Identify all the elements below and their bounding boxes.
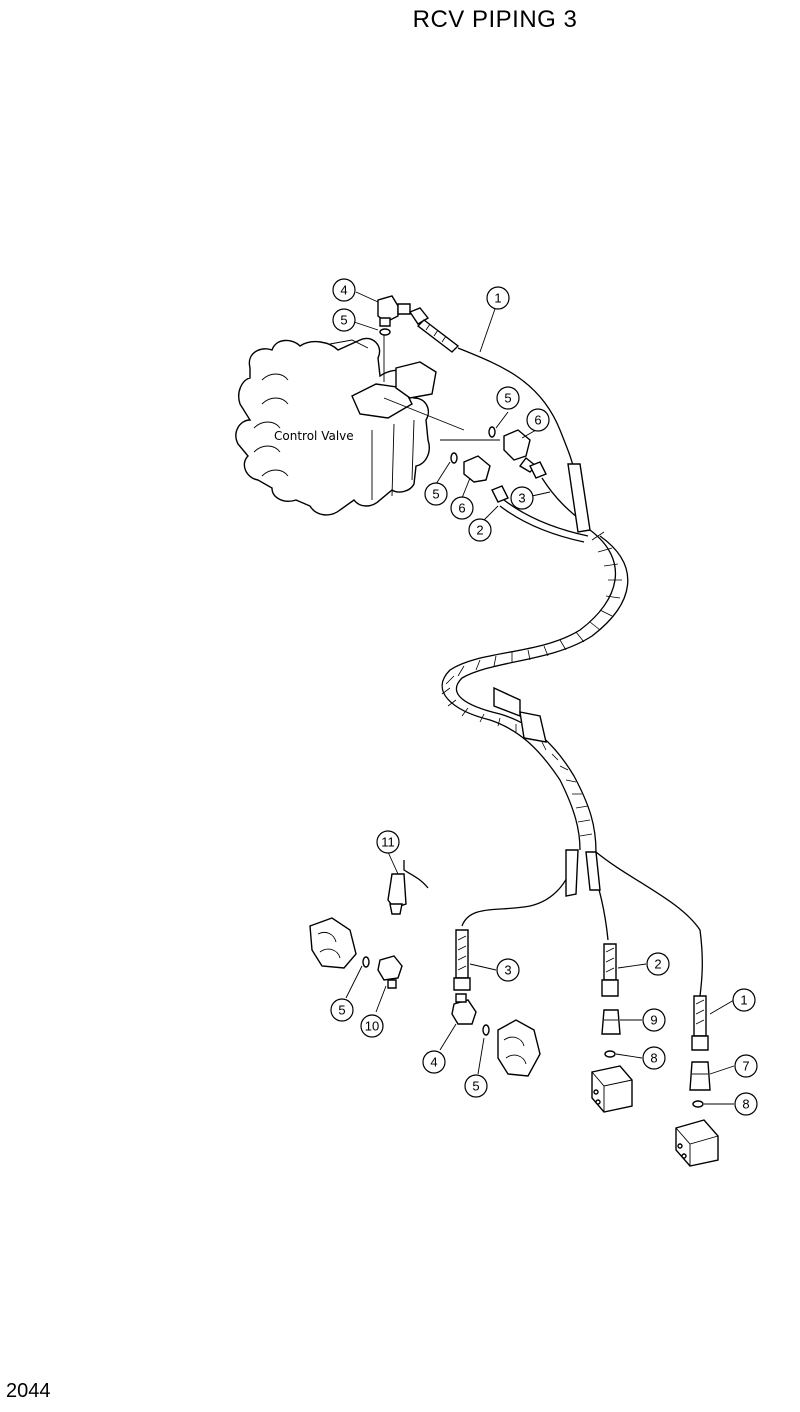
svg-text:6: 6	[534, 413, 541, 428]
svg-text:2: 2	[476, 523, 483, 538]
svg-text:7: 7	[742, 1059, 749, 1074]
svg-text:4: 4	[340, 283, 347, 298]
fitting-7	[689, 1061, 711, 1091]
port-block-1	[591, 1065, 633, 1113]
callout-2-lower: 2	[646, 952, 670, 976]
fitting-9	[601, 1009, 621, 1035]
svg-text:6: 6	[458, 501, 465, 516]
svg-text:2: 2	[654, 957, 661, 972]
leader-lines	[345, 291, 735, 1105]
hose-3-lower	[461, 849, 579, 927]
elbow-fitting-top	[377, 295, 411, 327]
control-valve-label: Control Valve	[274, 429, 354, 443]
fitting-10	[377, 955, 403, 989]
callout-2-top: 2	[468, 518, 492, 542]
svg-text:9: 9	[650, 1013, 657, 1028]
svg-text:5: 5	[338, 1003, 345, 1018]
callout-1-top: 1	[486, 286, 510, 310]
fitting-6-lower	[463, 455, 491, 483]
svg-text:3: 3	[518, 491, 525, 506]
hose-1-top-end	[408, 307, 575, 471]
svg-text:5: 5	[504, 391, 511, 406]
page-title: RCV PIPING 3	[412, 6, 578, 33]
svg-text:5: 5	[472, 1079, 479, 1094]
port-block-2	[675, 1119, 719, 1167]
svg-text:8: 8	[650, 1051, 657, 1066]
callout-6-upper: 6	[526, 408, 550, 432]
svg-text:1: 1	[740, 993, 747, 1008]
callout-3-top: 3	[510, 486, 534, 510]
callout-5-lower: 5	[464, 1074, 488, 1098]
hose-2-top-end	[491, 485, 589, 543]
svg-text:4: 4	[430, 1055, 437, 1070]
callout-5-mid-lower: 5	[424, 482, 448, 506]
sleeve-top	[567, 463, 591, 533]
callout-5-left: 5	[330, 998, 354, 1022]
o-ring-mid-2	[450, 452, 458, 464]
pilot-valve-left	[309, 917, 357, 969]
page-number: 2044	[6, 1380, 51, 1402]
callout-9: 9	[642, 1008, 666, 1032]
o-ring-mid-1	[488, 426, 496, 438]
o-ring-8a	[604, 1050, 616, 1058]
callout-10: 10	[360, 1014, 384, 1038]
svg-text:11: 11	[381, 835, 395, 850]
callout-5-mid-upper: 5	[496, 386, 520, 410]
svg-text:8: 8	[742, 1097, 749, 1112]
hose-bundle	[441, 529, 629, 853]
pilot-valve-right	[497, 1019, 541, 1077]
callout-4-lower: 4	[422, 1050, 446, 1074]
o-ring-5-left	[362, 956, 370, 968]
hose-1-end	[691, 995, 709, 1051]
fitting-11	[387, 860, 429, 915]
callout-1-lower: 1	[732, 988, 756, 1012]
callout-8a: 8	[642, 1046, 666, 1070]
callout-6-lower: 6	[450, 496, 474, 520]
hose-3-end	[453, 929, 471, 991]
clamp-block	[493, 686, 521, 718]
svg-text:1: 1	[494, 291, 501, 306]
svg-text:10: 10	[365, 1019, 379, 1034]
callout-5-top: 5	[332, 308, 356, 332]
svg-text:3: 3	[504, 963, 511, 978]
callout-3-lower: 3	[496, 958, 520, 982]
fitting-4-lower	[451, 993, 477, 1025]
o-ring-top	[379, 328, 391, 336]
callout-8b: 8	[734, 1092, 758, 1116]
callout-4-top: 4	[332, 278, 356, 302]
o-ring-8b	[692, 1100, 704, 1108]
clamp-ring	[519, 711, 547, 743]
svg-text:5: 5	[432, 487, 439, 502]
o-ring-5-lower	[482, 1024, 490, 1036]
hose-1-lower	[595, 851, 703, 997]
svg-text:5: 5	[340, 313, 347, 328]
callout-7: 7	[734, 1054, 758, 1078]
callout-11: 11	[376, 830, 400, 854]
hose-2-end	[601, 943, 619, 997]
control-valve: Control Valve	[235, 337, 437, 516]
